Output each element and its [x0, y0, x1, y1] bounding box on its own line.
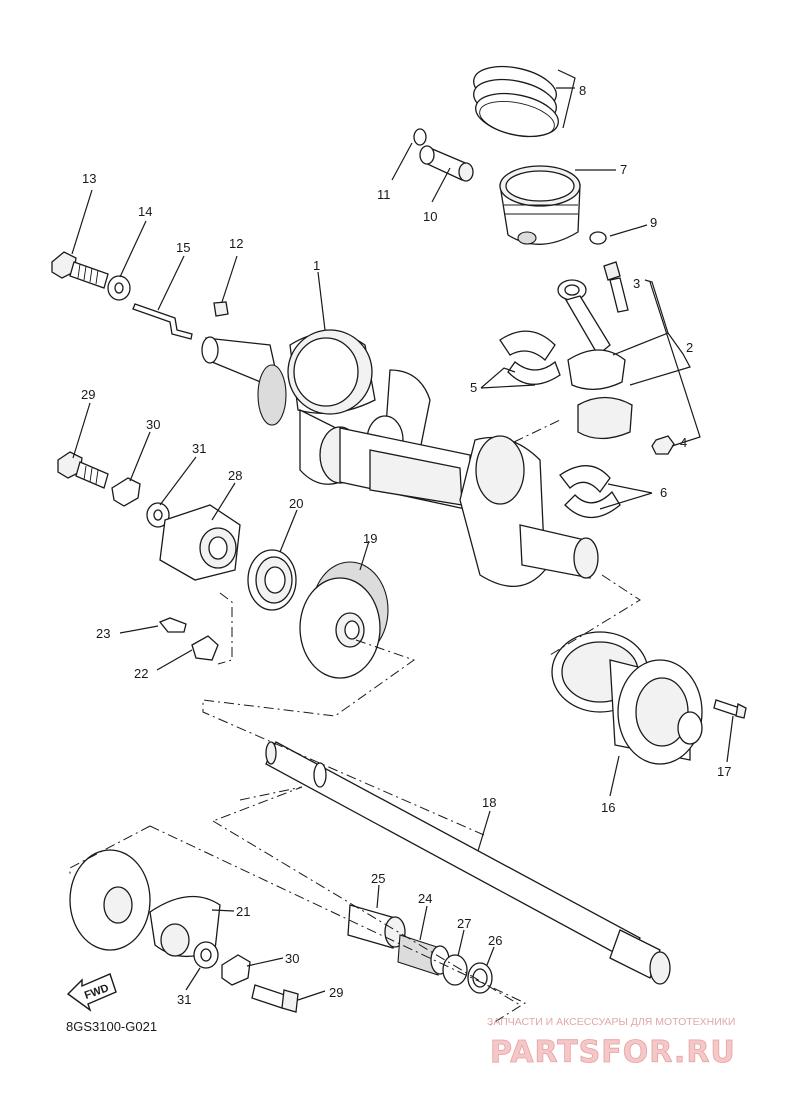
housing-bolt[interactable]	[713, 699, 747, 719]
callout-3: 3	[633, 276, 640, 291]
callout-1: 1	[313, 258, 320, 273]
callout-12: 12	[229, 236, 243, 251]
conrod-bolt[interactable]	[603, 261, 629, 313]
callout-16: 16	[601, 800, 615, 815]
callout-labels: 1 2 3 4 5 6 7 8 9 10 11 12 13 14 15 16 1…	[81, 83, 731, 1007]
callout-13: 13	[82, 171, 96, 186]
plate-screw[interactable]	[158, 617, 187, 633]
lower-bolt[interactable]	[251, 984, 299, 1013]
callout-29: 29	[81, 387, 95, 402]
big-end-bearings[interactable]	[499, 330, 561, 385]
callout-15: 15	[176, 240, 190, 255]
assembly-guide-lines	[69, 419, 641, 1026]
callout-31: 31	[192, 441, 206, 456]
callout-28: 28	[228, 468, 242, 483]
piston-pin-clip-left[interactable]	[413, 128, 427, 146]
balancer-bearing[interactable]	[247, 549, 297, 611]
callout-23: 23	[96, 626, 110, 641]
callout-24: 24	[418, 891, 432, 906]
crank-washer[interactable]	[107, 275, 131, 301]
circlip[interactable]	[442, 954, 468, 986]
callout-5: 5	[470, 380, 477, 395]
watermark-brand: PARTSFOR.RU	[490, 1035, 736, 1070]
balancer-weight[interactable]	[159, 504, 241, 581]
woodruff-key[interactable]	[213, 301, 229, 317]
callout-17: 17	[717, 764, 731, 779]
bearing-housing[interactable]	[551, 631, 703, 765]
lower-lock-plate[interactable]	[221, 954, 251, 986]
callout-22: 22	[134, 666, 148, 681]
callout-20: 20	[289, 496, 303, 511]
connecting-rod[interactable]	[557, 279, 633, 440]
callout-14: 14	[138, 204, 152, 219]
callout-10: 10	[423, 209, 437, 224]
balancer-shaft[interactable]	[265, 741, 671, 985]
callout-2: 2	[686, 340, 693, 355]
balancer-lock-plate[interactable]	[111, 477, 141, 507]
lock-plate[interactable]	[132, 303, 193, 340]
diagram-code: 8GS3100-G021	[66, 1019, 157, 1034]
piston-rings[interactable]	[470, 60, 562, 144]
callout-9: 9	[650, 215, 657, 230]
lower-washer[interactable]	[193, 941, 219, 969]
main-bearings[interactable]	[559, 465, 621, 518]
balancer-drive-gear[interactable]	[299, 561, 389, 679]
piston-pin-clip-right[interactable]	[589, 231, 607, 245]
starter-gear[interactable]	[69, 849, 151, 951]
callout-21: 21	[236, 904, 250, 919]
callout-29-lower: 29	[329, 985, 343, 1000]
callout-30-lower: 30	[285, 951, 299, 966]
callout-leaders	[71, 69, 734, 1001]
callout-26: 26	[488, 933, 502, 948]
watermark: ЗАПЧАСТИ И АКСЕССУАРЫ ДЛЯ МОТОТЕХНИКИ PA…	[487, 1016, 736, 1070]
needle-bearing[interactable]	[397, 934, 450, 976]
crankshaft[interactable]	[201, 329, 599, 588]
callout-25: 25	[371, 871, 385, 886]
callout-6: 6	[660, 485, 667, 500]
callout-7: 7	[620, 162, 627, 177]
callout-8: 8	[579, 83, 586, 98]
thrust-washer[interactable]	[467, 962, 493, 994]
callout-18: 18	[482, 795, 496, 810]
retaining-plate[interactable]	[191, 635, 219, 661]
piston[interactable]	[499, 165, 581, 245]
callout-11: 11	[377, 187, 391, 202]
crank-bolt[interactable]	[51, 251, 109, 289]
callout-27: 27	[457, 916, 471, 931]
forward-arrow-icon: FWD	[66, 973, 117, 1012]
spacer-collar[interactable]	[347, 904, 406, 949]
gear-collar[interactable]	[149, 895, 221, 958]
balancer-washer[interactable]	[146, 502, 170, 528]
watermark-tagline: ЗАПЧАСТИ И АКСЕССУАРЫ ДЛЯ МОТОТЕХНИКИ	[487, 1016, 735, 1028]
callout-19: 19	[363, 531, 377, 546]
callout-31-lower: 31	[177, 992, 191, 1007]
piston-pin[interactable]	[419, 145, 474, 182]
conrod-nut[interactable]	[651, 435, 675, 455]
callout-4: 4	[680, 435, 687, 450]
balancer-bolt[interactable]	[57, 451, 109, 489]
callout-30: 30	[146, 417, 160, 432]
